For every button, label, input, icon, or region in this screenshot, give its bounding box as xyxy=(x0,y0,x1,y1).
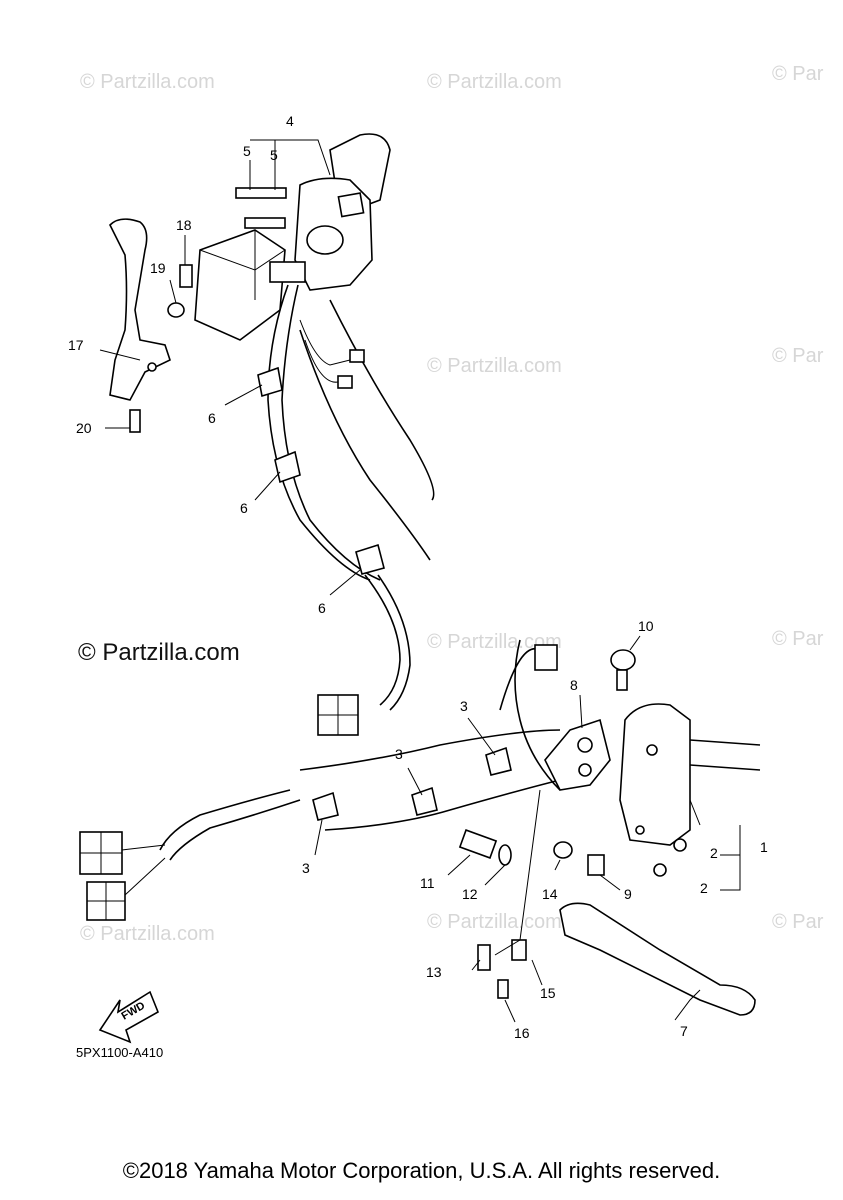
callout-6: 6 xyxy=(240,500,248,516)
callout-1: 1 xyxy=(760,839,768,855)
callout-17: 17 xyxy=(68,337,84,353)
callout-9: 9 xyxy=(624,886,632,902)
watermark: © Partzilla.com xyxy=(427,71,562,93)
watermark: © Par xyxy=(772,63,824,85)
callout-18: 18 xyxy=(176,217,192,233)
callout-15: 15 xyxy=(540,985,556,1001)
watermark: © Partzilla.com xyxy=(427,631,562,653)
callout-13: 13 xyxy=(426,964,442,980)
watermark: © Partzilla.com xyxy=(427,911,562,933)
callout-20: 20 xyxy=(76,420,92,436)
watermark: © Par xyxy=(772,628,824,650)
callout-3: 3 xyxy=(395,746,403,762)
callout-labels: 1 2 2 3 3 3 3 4 5 5 6 6 6 7 8 9 10 11 12… xyxy=(68,113,768,1041)
callout-6: 6 xyxy=(318,600,326,616)
watermark: © Partzilla.com xyxy=(80,71,215,93)
callout-12: 12 xyxy=(462,886,478,902)
callout-8: 8 xyxy=(570,677,578,693)
callout-16: 16 xyxy=(514,1025,530,1041)
watermark: © Partzilla.com xyxy=(80,923,215,945)
callout-3: 3 xyxy=(302,860,310,876)
callout-19: 19 xyxy=(150,260,166,276)
watermark-main: © Partzilla.com xyxy=(78,639,240,666)
watermarks: © Partzilla.com © Partzilla.com © Par © … xyxy=(78,63,824,945)
callout-11: 11 xyxy=(420,875,435,891)
watermark: © Partzilla.com xyxy=(427,355,562,377)
copyright-notice: ©2018 Yamaha Motor Corporation, U.S.A. A… xyxy=(122,1158,721,1183)
callout-5: 5 xyxy=(270,147,278,163)
callout-10: 10 xyxy=(638,618,654,634)
callout-2: 2 xyxy=(700,880,708,896)
diagram-code: 5PX1100-A410 xyxy=(76,1045,163,1060)
watermark: © Par xyxy=(772,345,824,367)
watermark: © Par xyxy=(772,911,824,933)
callout-4: 4 xyxy=(286,113,294,129)
right-handlebar-assembly: FWD xyxy=(79,639,761,1044)
callout-6: 6 xyxy=(208,410,216,426)
leader-lines xyxy=(99,139,741,1023)
left-handlebar-assembly xyxy=(109,133,435,736)
callout-3: 3 xyxy=(460,698,468,714)
callout-5: 5 xyxy=(243,143,251,159)
callout-14: 14 xyxy=(542,886,558,902)
callout-2: 2 xyxy=(710,845,718,861)
callout-7: 7 xyxy=(680,1023,688,1039)
